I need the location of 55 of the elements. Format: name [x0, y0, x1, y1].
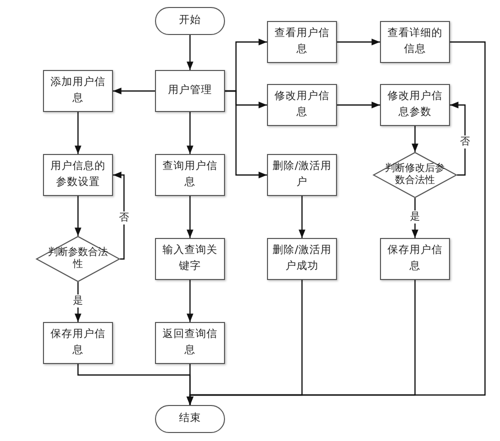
arrow [113, 88, 155, 94]
process-box [43, 322, 113, 364]
node-label: 用户信息的参数设置 [50, 159, 106, 190]
arrow [412, 126, 418, 152]
process-box [155, 238, 225, 280]
node-label: 查看详细的信息 [386, 26, 444, 57]
process-box [267, 238, 337, 280]
process-box [380, 21, 450, 63]
node-label: 保存用户信息 [50, 327, 106, 358]
arrow [186, 112, 194, 154]
node-label: 保存用户信息 [386, 243, 444, 274]
process-box [155, 322, 225, 364]
node-label: 判断参数合法性 [47, 246, 109, 272]
arrow [337, 102, 380, 108]
node-label: 判断修改后参数合法性 [384, 162, 446, 188]
node-label: 输入查询关键字 [162, 243, 218, 274]
node-label: 查看用户信息 [274, 26, 330, 57]
arrow [225, 90, 267, 178]
arrow [186, 196, 194, 238]
edge-label: 是 [410, 210, 420, 224]
decision-diamond [373, 152, 457, 198]
process-box [43, 70, 113, 112]
process-box [380, 238, 450, 280]
node-label: 修改用户信息 [274, 89, 330, 120]
arrow [450, 102, 466, 176]
decision-diamond [36, 236, 120, 282]
node-label: 删除/激活用户 [272, 159, 332, 190]
process-box [267, 84, 337, 126]
node-label: 用户管理 [168, 83, 212, 98]
arrow [74, 112, 82, 154]
node-label: 添加用户信息 [50, 75, 106, 106]
node-label: 删除/激活用户成功 [272, 243, 332, 274]
process-box [380, 84, 450, 126]
process-box [267, 154, 337, 196]
edge-label: 否 [460, 136, 470, 148]
terminal-node [155, 405, 225, 433]
node-label: 结束 [179, 411, 201, 426]
edge-label: 否 [119, 212, 129, 224]
arrow [337, 38, 380, 46]
node-label: 查询用户信息 [162, 159, 218, 190]
arrow [186, 280, 194, 322]
node-label: 返回查询信息 [162, 327, 218, 358]
arrow [74, 196, 82, 236]
arrow [186, 35, 194, 70]
terminal-node [155, 7, 225, 35]
node-label: 开始 [179, 13, 201, 28]
process-box [155, 154, 225, 196]
edge-label: 是 [73, 294, 83, 308]
arrow [298, 196, 306, 238]
arrow [113, 172, 125, 260]
process-box [155, 70, 225, 112]
arrow [186, 41, 486, 405]
process-box [267, 21, 337, 63]
node-label: 修改用户信息参数 [386, 89, 444, 120]
process-box [43, 154, 113, 196]
